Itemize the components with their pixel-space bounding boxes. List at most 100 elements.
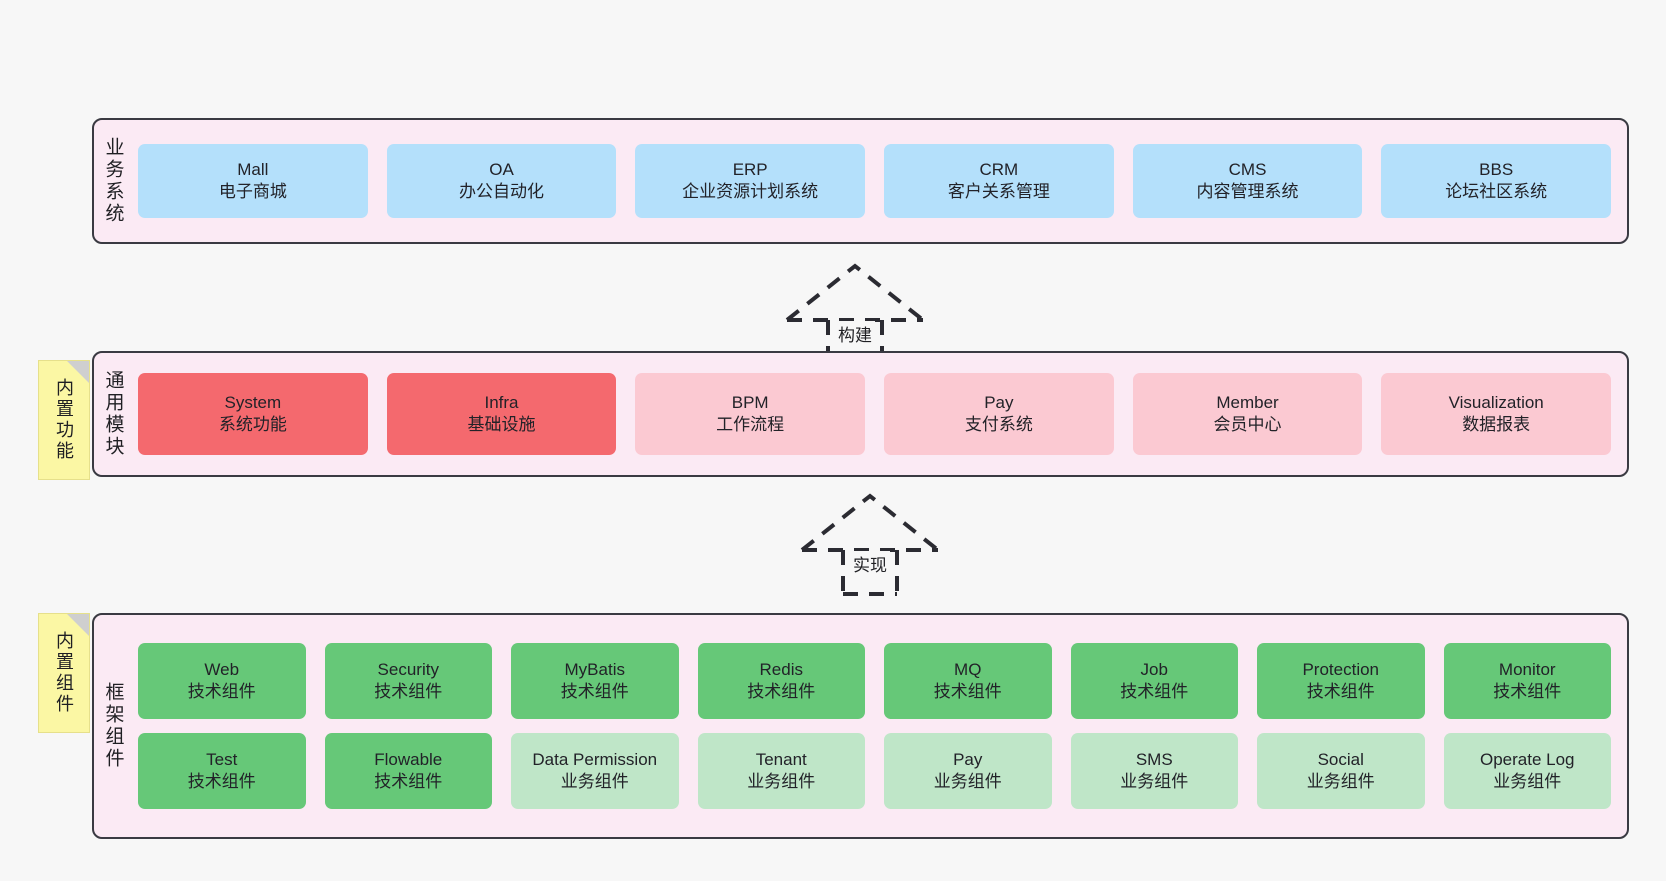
tile-title: Security: [377, 660, 439, 680]
tile-subtitle: 支付系统: [964, 415, 1033, 434]
tile-subtitle: 技术组件: [560, 682, 629, 701]
tile-subtitle: 论坛社区系统: [1445, 182, 1548, 201]
tile-subtitle: 业务组件: [747, 772, 816, 791]
tile-subtitle: 技术组件: [187, 682, 256, 701]
tile-framework-pay[interactable]: Pay 业务组件: [884, 733, 1052, 809]
tile-title: Visualization: [1448, 393, 1544, 413]
tile-framework-sms[interactable]: SMS 业务组件: [1070, 733, 1238, 809]
tile-framework-flowable[interactable]: Flowable 技术组件: [324, 733, 492, 809]
tile-title: Data Permission: [532, 750, 658, 770]
tile-subtitle: 数据报表: [1462, 415, 1531, 434]
tile-business-crm[interactable]: CRM 客户关系管理: [884, 144, 1114, 218]
tile-subtitle: 技术组件: [374, 772, 443, 791]
tile-business-bbs[interactable]: BBS 论坛社区系统: [1381, 144, 1612, 218]
tile-title: CRM: [979, 160, 1019, 180]
tile-subtitle: 技术组件: [187, 772, 256, 791]
tile-subtitle: 业务组件: [1306, 772, 1375, 791]
tile-subtitle: 业务组件: [1493, 772, 1562, 791]
note-fold-corner-icon: [67, 614, 89, 636]
business-tile-row: Mall 电子商城 OA 办公自动化 ERP 企业资源计划系统 CRM 客户关系管理 CMS 内容…: [138, 144, 1612, 218]
tile-framework-test[interactable]: Test 技术组件: [138, 733, 306, 809]
tile-subtitle: 业务组件: [933, 772, 1002, 791]
tile-subtitle: 系统功能: [218, 415, 287, 434]
tile-subtitle: 工作流程: [716, 415, 785, 434]
tile-framework-job[interactable]: Job 技术组件: [1070, 643, 1238, 719]
tile-framework-data-permission[interactable]: Data Permission 业务组件: [511, 733, 679, 809]
tile-framework-mq[interactable]: MQ 技术组件: [884, 643, 1052, 719]
tile-title: SMS: [1135, 750, 1173, 770]
tile-module-system[interactable]: System 系统功能: [138, 373, 368, 455]
tile-business-cms[interactable]: CMS 内容管理系统: [1132, 144, 1363, 218]
tile-title: Mall: [237, 160, 269, 180]
tile-subtitle: 技术组件: [933, 682, 1002, 701]
tile-subtitle: 办公自动化: [459, 182, 544, 201]
tile-title: Job: [1140, 660, 1168, 680]
tile-title: BBS: [1479, 160, 1514, 180]
tile-title: Monitor: [1498, 660, 1556, 680]
tile-framework-social[interactable]: Social 业务组件: [1257, 733, 1425, 809]
tile-subtitle: 业务组件: [1120, 772, 1189, 791]
tile-framework-web[interactable]: Web 技术组件: [138, 643, 306, 719]
tile-module-bpm[interactable]: BPM 工作流程: [635, 373, 866, 455]
tile-title: Pay: [953, 750, 983, 770]
connector-implement: 实现: [780, 488, 960, 598]
note-builtin-functions-label: 内置功能: [54, 378, 74, 462]
tile-framework-operate-log[interactable]: Operate Log 业务组件: [1443, 733, 1611, 809]
note-builtin-components-label: 内置组件: [54, 631, 74, 715]
tile-title: OA: [489, 160, 514, 180]
tile-subtitle: 电子商城: [218, 182, 287, 201]
tile-framework-monitor[interactable]: Monitor 技术组件: [1443, 643, 1611, 719]
tile-framework-tenant[interactable]: Tenant 业务组件: [697, 733, 865, 809]
connector-build-label: 构建: [835, 321, 875, 346]
tile-title: Social: [1317, 750, 1364, 770]
tile-title: Flowable: [374, 750, 443, 770]
layer-common-modules-label: 通用模块: [102, 370, 124, 458]
layer-business-systems-label: 业务系统: [102, 137, 124, 225]
tile-subtitle: 客户关系管理: [947, 182, 1050, 201]
tile-title: Test: [206, 750, 238, 770]
tile-title: Operate Log: [1479, 750, 1575, 770]
tile-business-oa[interactable]: OA 办公自动化: [386, 144, 617, 218]
tile-subtitle: 业务组件: [560, 772, 629, 791]
tile-framework-security[interactable]: Security 技术组件: [324, 643, 492, 719]
tile-business-mall[interactable]: Mall 电子商城: [138, 144, 368, 218]
tile-module-visualization[interactable]: Visualization 数据报表: [1381, 373, 1612, 455]
tile-title: BPM: [731, 393, 769, 413]
tile-title: MQ: [954, 660, 982, 680]
note-builtin-functions: 内置功能: [38, 360, 90, 480]
tile-subtitle: 内容管理系统: [1196, 182, 1299, 201]
tile-business-erp[interactable]: ERP 企业资源计划系统: [635, 144, 866, 218]
tile-title: Tenant: [755, 750, 807, 770]
arrow-head-build: [785, 263, 925, 322]
arrow-head-implement: [800, 493, 940, 552]
tile-title: Redis: [759, 660, 803, 680]
tile-framework-protection[interactable]: Protection 技术组件: [1257, 643, 1425, 719]
tile-title: ERP: [732, 160, 768, 180]
tile-subtitle: 技术组件: [1493, 682, 1562, 701]
layer-business-systems: 业务系统 Mall 电子商城 OA 办公自动化 ERP 企业资源计划系统 CRM 客户关系管理…: [92, 118, 1629, 244]
tile-title: System: [224, 393, 282, 413]
tile-subtitle: 技术组件: [374, 682, 443, 701]
tile-subtitle: 基础设施: [467, 415, 536, 434]
tile-title: Web: [204, 660, 240, 680]
tile-subtitle: 技术组件: [1306, 682, 1375, 701]
tile-subtitle: 企业资源计划系统: [682, 182, 819, 201]
tile-title: CMS: [1228, 160, 1267, 180]
note-builtin-components: 内置组件: [38, 613, 90, 733]
tile-title: Member: [1216, 393, 1279, 413]
tile-subtitle: 技术组件: [1120, 682, 1189, 701]
connector-implement-label: 实现: [850, 551, 890, 576]
tile-title: Protection: [1302, 660, 1380, 680]
